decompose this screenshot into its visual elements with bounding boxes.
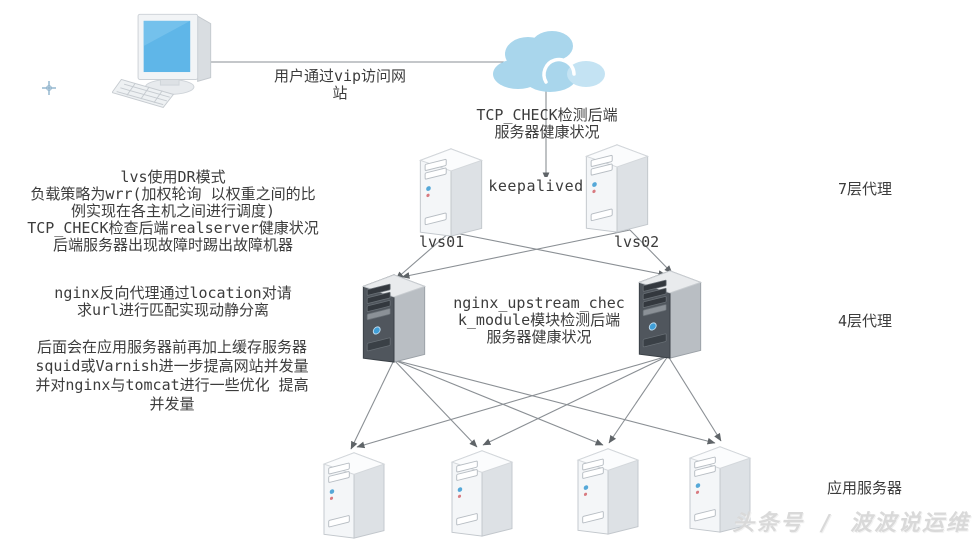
lvs-note: lvs使用DR模式 负载策略为wrr(加权轮询 以权重之间的比 例实现在各主机之…	[27, 168, 319, 254]
app-server-2-icon	[451, 450, 513, 537]
connector-lines	[208, 58, 722, 450]
app-server-1-icon	[323, 452, 385, 539]
lvs01-server-icon	[419, 148, 483, 237]
lvs02-label: lvs02	[614, 233, 660, 251]
cache-note: 后面会在应用服务器前再加上缓存服务器 squid或Varnish进一步提高网站并…	[35, 338, 309, 413]
lvs02-server-icon	[585, 144, 649, 233]
nginx-server-2-icon	[638, 270, 702, 359]
watermark: 头条号 / 波波说运维	[732, 511, 970, 536]
cloud-icon	[491, 29, 607, 94]
link-lvs01-nginx1	[395, 231, 451, 280]
crosshair-icon	[42, 81, 56, 95]
link-nginx1-app3	[393, 359, 604, 446]
layer7-proxy-label: 7层代理	[838, 180, 893, 198]
link-lvs02-nginx2	[629, 229, 673, 274]
lvs01-label: lvs01	[419, 233, 465, 251]
link-lvs01-nginx2	[449, 231, 667, 277]
upstream-check-note: nginx_upstream_chec k_module模块检测后端 服务器健康…	[453, 294, 625, 346]
link-nginx1-app4	[393, 359, 716, 445]
nginx-note: nginx反向代理通过location对请 求url进行匹配实现动静分离	[54, 284, 292, 319]
link-lvs02-nginx1	[401, 229, 631, 279]
layer4-proxy-label: 4层代理	[838, 312, 893, 330]
desktop-computer-icon	[112, 13, 212, 108]
link-nginx2-app2	[482, 355, 669, 446]
app-server-3-icon	[577, 448, 639, 535]
keepalived-label: keepalived	[487, 177, 585, 195]
link-nginx1-app1	[350, 359, 395, 450]
app-servers-label: 应用服务器	[827, 479, 903, 497]
link-nginx2-app4	[667, 355, 722, 442]
link-nginx1-app2	[393, 359, 478, 448]
link-nginx2-app1	[356, 355, 669, 449]
tcp-check-cloud-label: TCP_CHECK检测后端 服务器健康状况	[476, 106, 618, 141]
nginx-server-1-icon	[362, 274, 426, 363]
link-nginx2-app3	[608, 355, 669, 444]
user-access-label: 用户通过vip访问网 站	[273, 67, 407, 102]
